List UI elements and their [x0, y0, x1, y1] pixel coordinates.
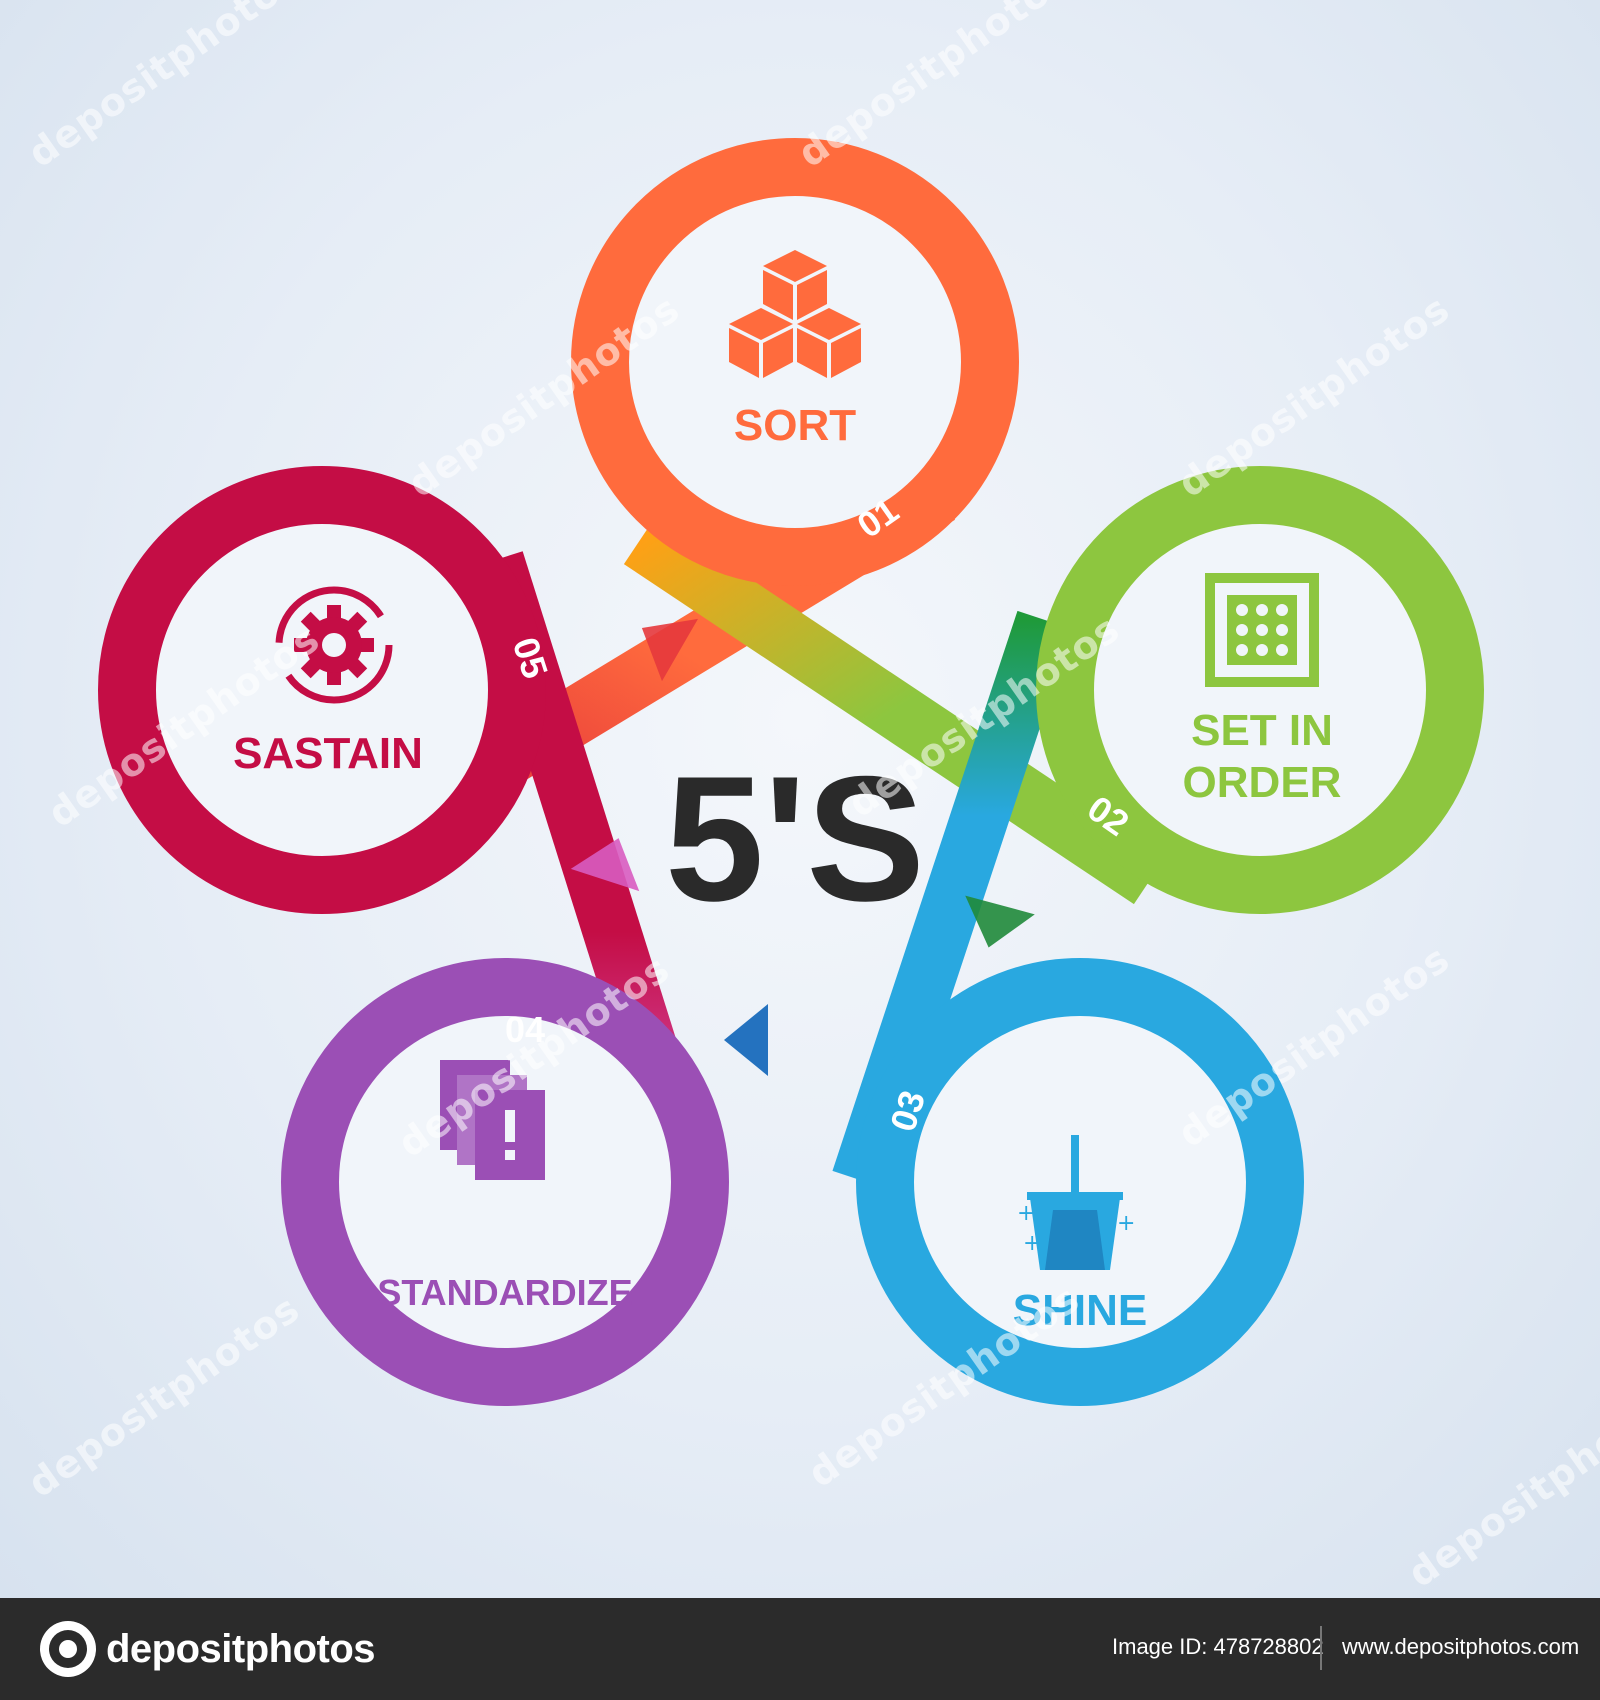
center-title: 5'S: [665, 739, 925, 938]
camera-logo-icon: [40, 1621, 96, 1677]
connector-band-02: [623, 515, 1167, 905]
step-icons: + + +: [275, 250, 1319, 1270]
label-04: STANDARDIZE: [377, 1272, 632, 1313]
band-arrow: [570, 838, 640, 892]
documents-icon: [440, 1060, 545, 1180]
footer-logo[interactable]: depositphotos: [40, 1620, 376, 1678]
ring-02: [1036, 466, 1484, 914]
svg-text:+: +: [1017, 1201, 1035, 1226]
svg-text:+: +: [1117, 1211, 1135, 1236]
footer-divider: [1320, 1626, 1322, 1670]
badge-04: 04: [505, 1009, 545, 1050]
footer-bar: depositphotos Image ID: 478728802 www.de…: [0, 1598, 1600, 1700]
band-arrow: [641, 618, 698, 682]
step-rings: [98, 138, 1484, 1406]
ring-01: [571, 138, 1019, 586]
image-id-text: Image ID: 478728802: [1112, 1634, 1324, 1659]
label-05: SASTAIN: [233, 729, 423, 778]
footer-url-link[interactable]: www.depositphotos.com: [1342, 1634, 1580, 1659]
gear-cycle-icon: [275, 586, 393, 704]
label-03: SHINE: [1013, 1286, 1147, 1335]
ring-03: [856, 958, 1304, 1406]
band-arrow: [724, 1004, 768, 1076]
footer-logo-text: depositphotos: [106, 1626, 376, 1671]
mop-bucket-icon: + + +: [1017, 1135, 1135, 1270]
svg-text:+: +: [1023, 1231, 1041, 1256]
ring-04: [281, 958, 729, 1406]
cubes-icon: [729, 250, 861, 378]
grid-shapes-icon: [1205, 573, 1319, 687]
band-arrow: [965, 895, 1035, 948]
label-01: SORT: [734, 401, 856, 450]
ring-05: [98, 466, 546, 914]
